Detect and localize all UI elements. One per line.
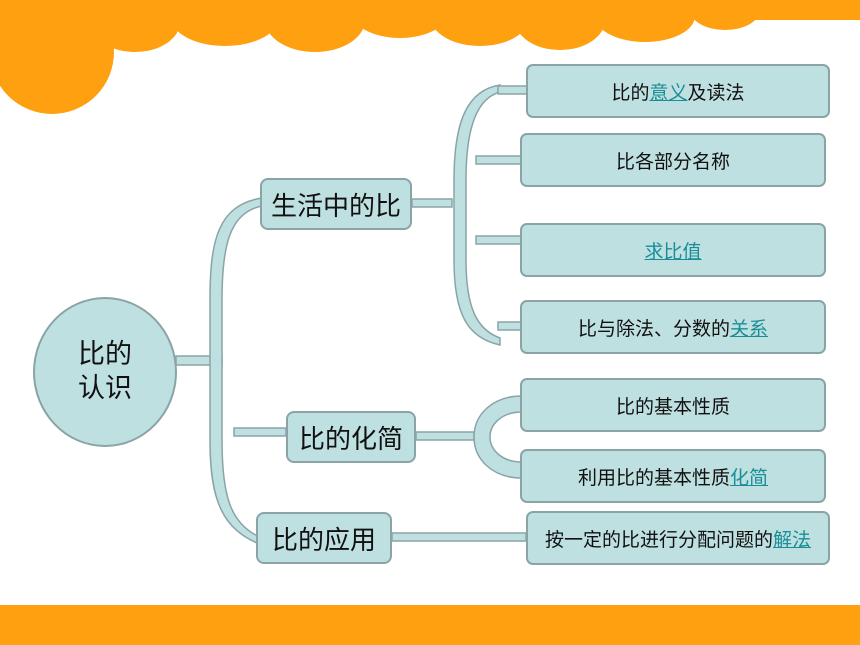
find-ratio-value-link[interactable]: 求比值 <box>644 240 702 263</box>
connector-lines <box>175 84 529 547</box>
leaf-text: 比的基本性质 <box>615 395 730 418</box>
leaf-basic-property: 比的基本性质 <box>520 378 826 432</box>
branch-label: 比的化简 <box>298 424 403 455</box>
leaf-part-names: 比各部分名称 <box>520 133 826 187</box>
relation-link[interactable]: 关系 <box>730 317 769 340</box>
root-label-line1: 比的 <box>78 339 132 370</box>
solution-link[interactable]: 解法 <box>773 528 812 551</box>
leaf-simplify-using-property: 利用比的基本性质 化简 <box>520 449 826 503</box>
leaf-text: 按一定的比进行分配问题的 <box>544 528 773 551</box>
leaf-text: 比的 <box>611 81 650 104</box>
meaning-link[interactable]: 意义 <box>649 81 688 104</box>
simplify-link[interactable]: 化简 <box>730 466 769 489</box>
bottom-bar <box>0 605 860 645</box>
branch-label: 比的应用 <box>271 525 376 556</box>
branch-node-application: 比的应用 <box>256 512 392 564</box>
root-label-line2: 认识 <box>78 373 132 404</box>
leaf-text: 比与除法、分数的 <box>577 317 730 340</box>
branch-node-simplify: 比的化简 <box>286 411 416 463</box>
branch-node-life-ratio: 生活中的比 <box>260 178 412 230</box>
leaf-text: 及读法 <box>687 81 745 104</box>
leaf-meaning-reading: 比的 意义 及读法 <box>526 64 830 118</box>
leaf-relation-division-fraction: 比与除法、分数的 关系 <box>520 300 826 354</box>
leaf-text: 比各部分名称 <box>615 150 730 173</box>
leaf-text: 利用比的基本性质 <box>577 466 730 489</box>
root-node: 比的 认识 <box>33 297 177 447</box>
leaf-distribution-method: 按一定的比进行分配问题的 解法 <box>526 511 830 565</box>
cloud-decoration <box>0 0 860 114</box>
leaf-find-ratio-value: 求比值 <box>520 223 826 277</box>
branch-label: 生活中的比 <box>270 191 401 222</box>
